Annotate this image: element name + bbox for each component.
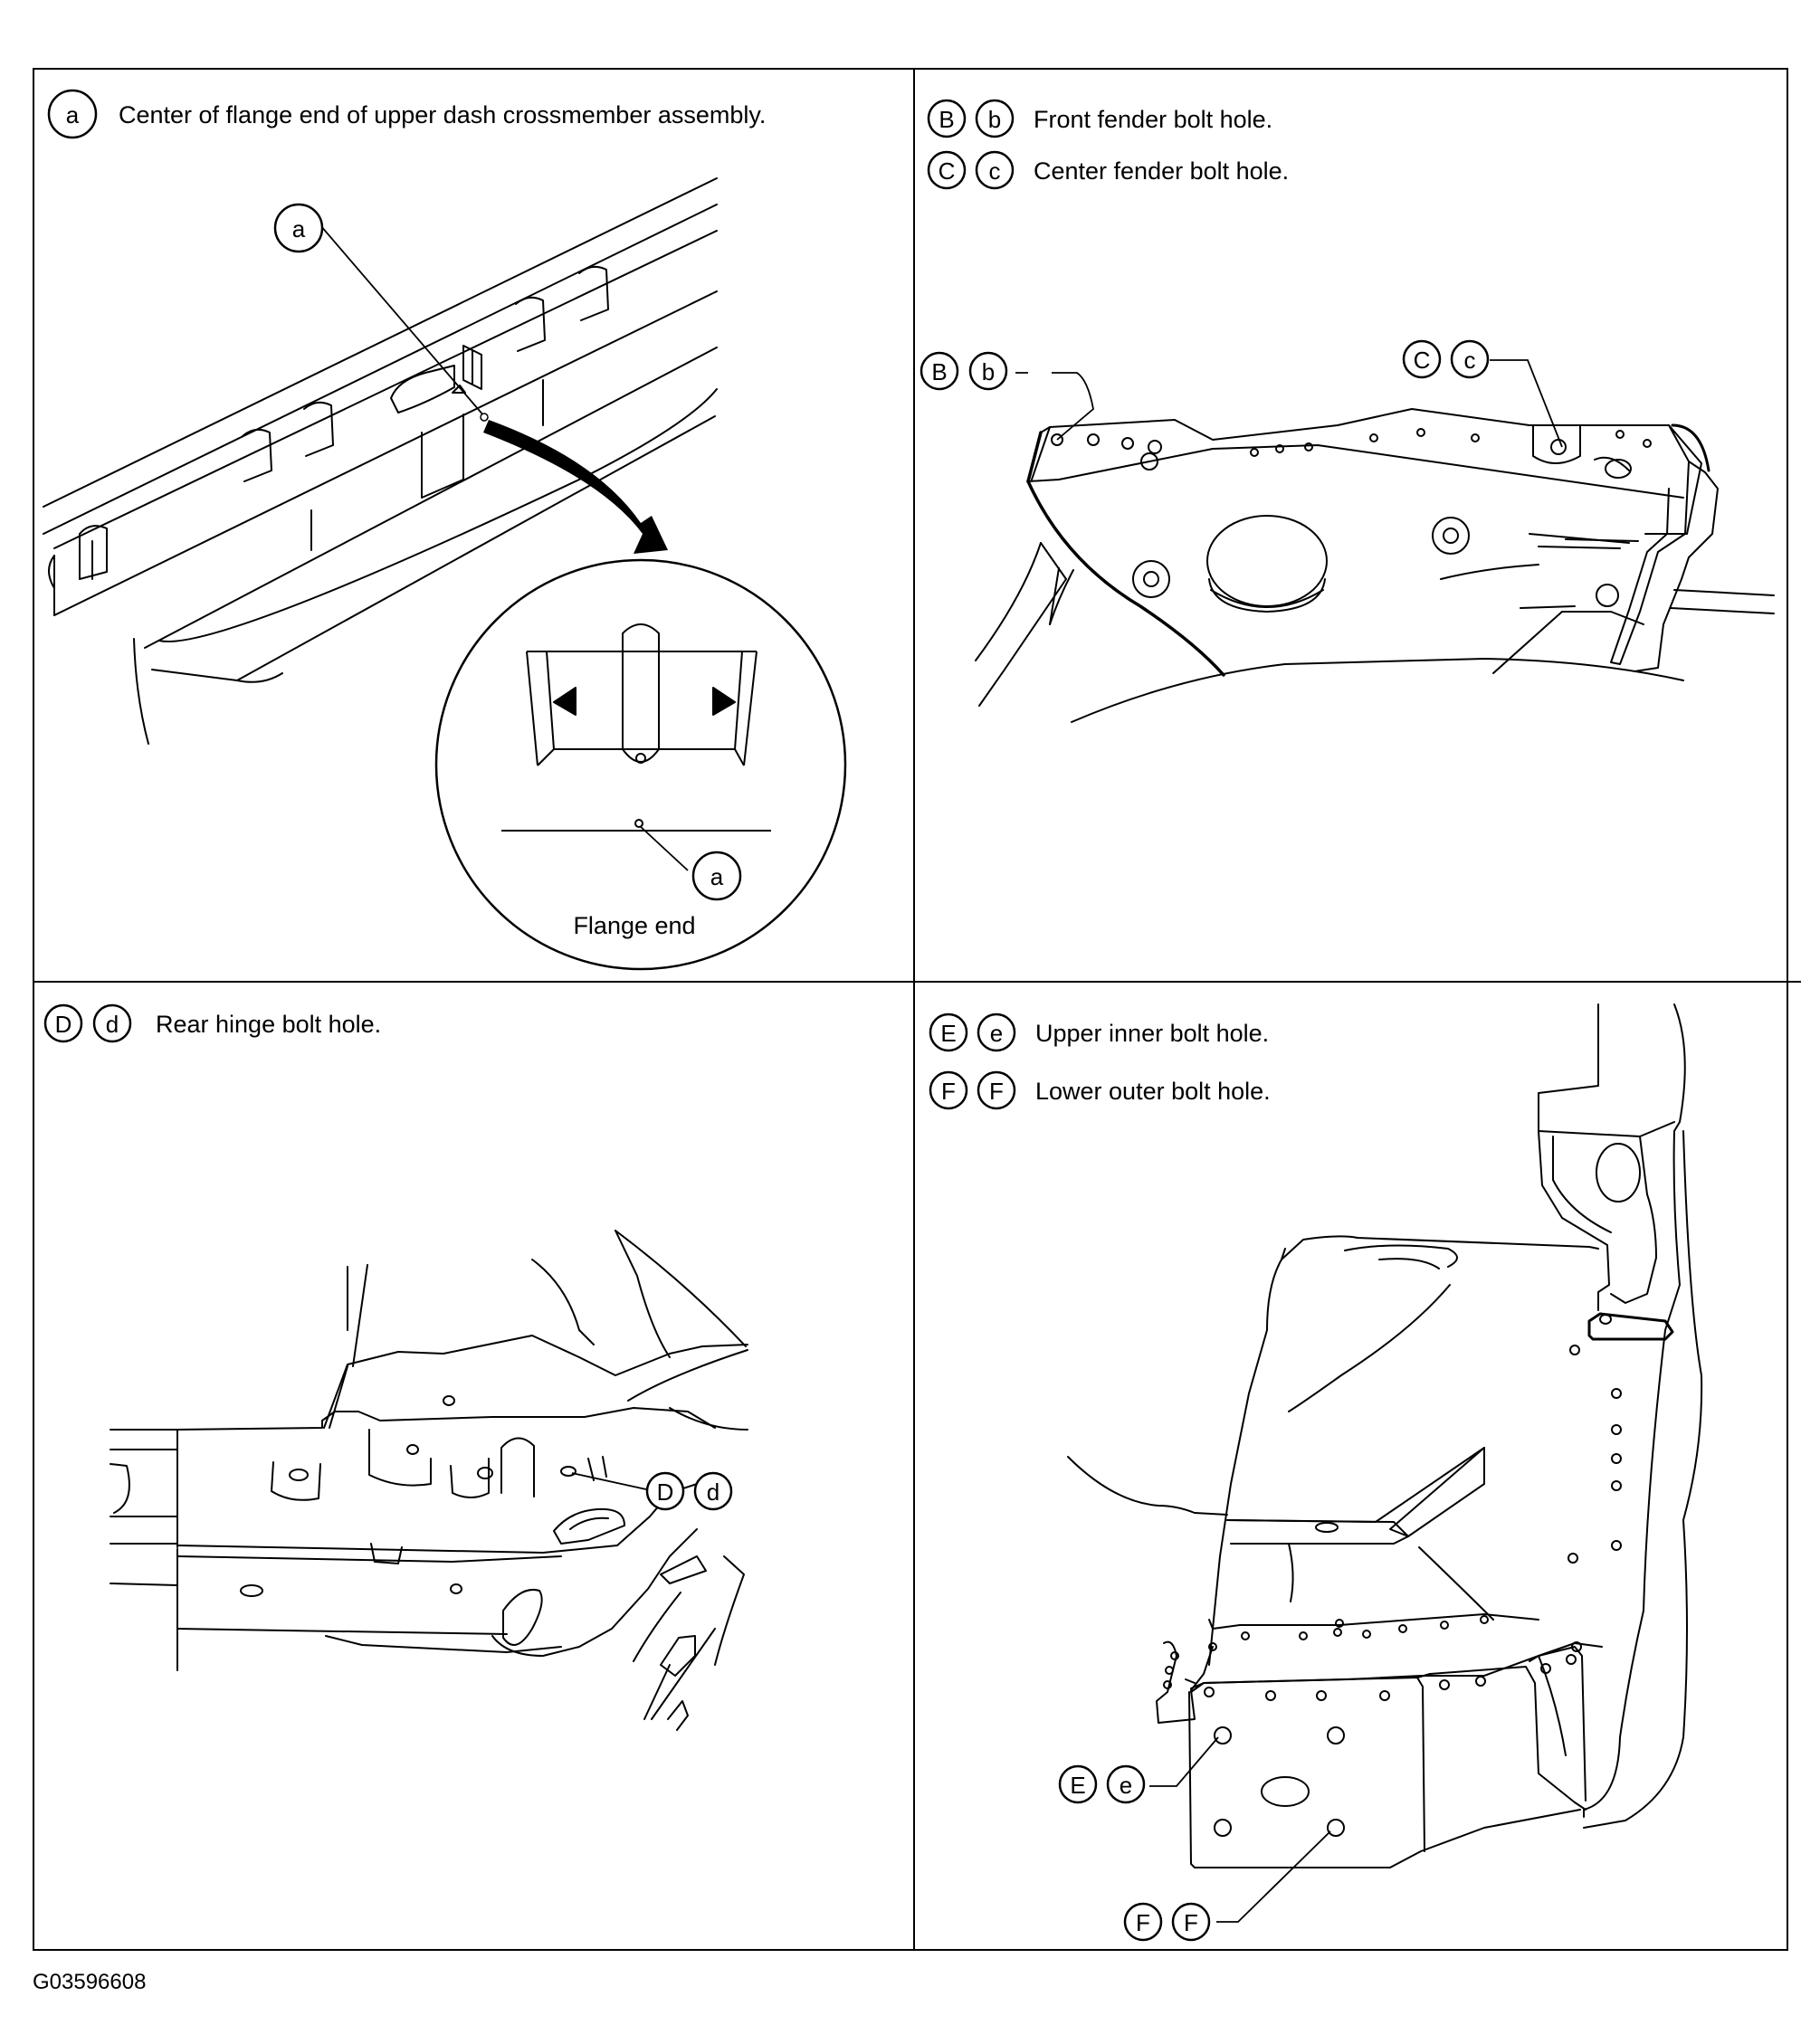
center-fender-description: Center fender bolt hole. — [1034, 157, 1289, 185]
panel-fender-bolt-holes: B b Front fender bolt hole. C c Center f… — [920, 99, 1775, 723]
legend-lower-outer: F F Lower outer bolt hole. — [929, 1070, 1271, 1110]
callout-b-letter: b — [988, 106, 1001, 133]
callout-D-on-drawing: D — [657, 1478, 674, 1506]
callout-a-letter: a — [66, 101, 80, 128]
crossmember-drawing — [43, 177, 718, 745]
fender-apron-drawing — [975, 408, 1775, 723]
callout-E-letter: E — [940, 1020, 956, 1047]
hinge-pillar-drawing — [110, 1230, 748, 1731]
panel-rear-hinge: D d Rear hinge bolt hole. — [43, 1003, 748, 1731]
svg-text:e: e — [1120, 1772, 1132, 1799]
legend-center-fender: C c Center fender bolt hole. — [927, 150, 1289, 190]
callout-a-upper-letter: a — [292, 215, 306, 242]
callout-B-letter: B — [939, 106, 954, 133]
callout-F2-letter: F — [989, 1078, 1004, 1105]
leader-a — [314, 218, 485, 417]
svg-text:F: F — [1184, 1909, 1198, 1936]
svg-text:E: E — [1070, 1772, 1085, 1799]
callout-e-letter: e — [990, 1020, 1003, 1047]
leader-e — [1149, 1736, 1219, 1787]
callout-a-upper-circle — [273, 203, 324, 253]
front-fender-description: Front fender bolt hole. — [1034, 106, 1272, 133]
leader-d — [571, 1472, 647, 1490]
callout-F-letter: F — [941, 1078, 956, 1105]
svg-text:b: b — [982, 358, 995, 385]
upper-inner-description: Upper inner bolt hole. — [1035, 1020, 1269, 1047]
rear-hinge-description: Rear hinge bolt hole. — [156, 1011, 381, 1038]
callout-c-letter: c — [989, 157, 1001, 185]
svg-text:B: B — [931, 358, 947, 385]
svg-text:C: C — [1414, 347, 1431, 374]
callout-d-letter: d — [106, 1011, 119, 1038]
flange-end-description: Center of flange end of upper dash cross… — [119, 101, 766, 128]
callout-a-circle — [47, 89, 98, 139]
point-a-marker — [480, 413, 489, 422]
flange-end-label: Flange end — [573, 912, 695, 939]
callout-C-letter: C — [939, 157, 956, 185]
callout-Bb-on-drawing: B b — [920, 351, 1008, 391]
callout-FF-on-drawing: F F — [1123, 1902, 1211, 1942]
panel-upper-lower-bolt-holes: E e Upper inner bolt hole. F F Lower out… — [929, 1003, 1703, 1942]
figure-id: G03596608 — [33, 1970, 147, 1994]
callout-d-on-drawing: d — [707, 1478, 719, 1506]
leader-c — [1490, 359, 1563, 448]
svg-text:c: c — [1464, 347, 1476, 374]
panel-frame — [33, 68, 1801, 1951]
callout-a-detail-circle — [691, 851, 742, 901]
callout-a-detail-letter: a — [710, 863, 724, 890]
detail-arrow-icon — [483, 420, 668, 554]
callout-Ee-on-drawing: E e — [1058, 1764, 1146, 1804]
pillar-panel-drawing — [1067, 1003, 1703, 1868]
panel-upper-dash-crossmember: a Center of flange end of upper dash cro… — [43, 89, 847, 971]
leader-f — [1216, 1830, 1331, 1923]
lower-outer-description: Lower outer bolt hole. — [1035, 1078, 1271, 1105]
leader-b — [1015, 372, 1094, 441]
legend-upper-inner: E e Upper inner bolt hole. — [929, 1012, 1269, 1052]
legend-front-fender: B b Front fender bolt hole. — [927, 99, 1272, 138]
flange-end-detail-view: a Flange end — [434, 558, 847, 971]
callout-D-letter: D — [55, 1011, 72, 1038]
svg-text:F: F — [1136, 1909, 1150, 1936]
callout-Cc-on-drawing: C c — [1402, 339, 1490, 379]
